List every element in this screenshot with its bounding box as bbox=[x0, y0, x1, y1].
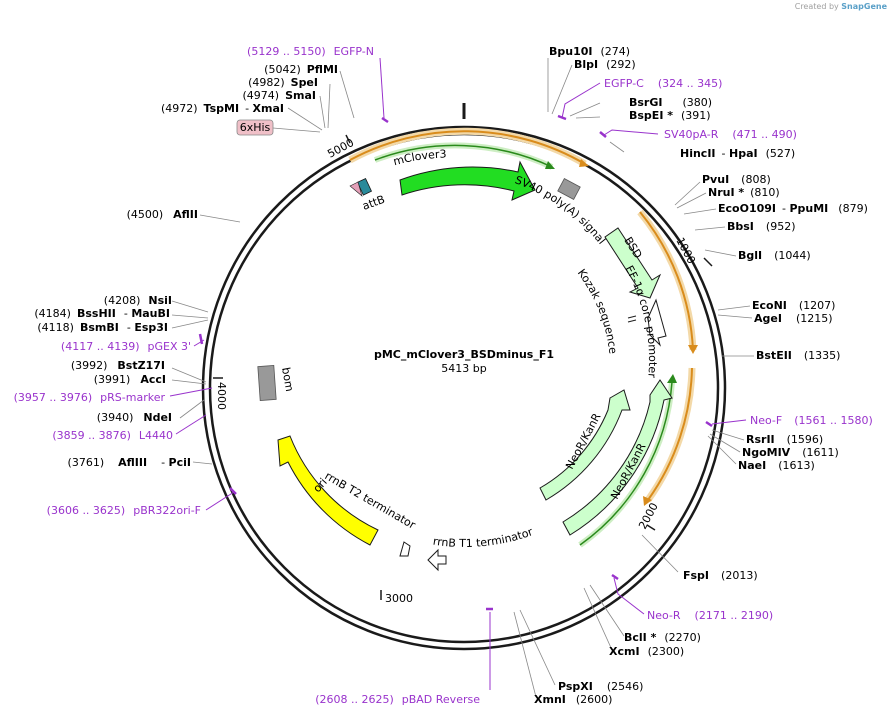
enzyme-aflii[interactable]: (4500)AflII bbox=[127, 208, 198, 221]
kozak-label: Kozak sequence bbox=[575, 267, 620, 355]
enzyme-hincii[interactable]: HincII- HpaI(527) bbox=[680, 147, 795, 160]
feature-rrnb-t1: rrnB T1 terminator bbox=[427, 525, 535, 572]
rrnb-t1-arrow bbox=[427, 548, 447, 572]
orf-arcs bbox=[348, 127, 698, 506]
enzyme-pspxi[interactable]: PspXI(2546) bbox=[558, 680, 643, 693]
bom-box bbox=[257, 365, 277, 401]
primer-egfpc[interactable]: EGFP-C(324 .. 345) bbox=[604, 77, 722, 90]
primer-l4440[interactable]: (3859 .. 3876)L4440 bbox=[52, 429, 173, 442]
position-ticks: 1000 2000 3000 4000 5000 bbox=[213, 134, 713, 605]
snapgene-logo: SnapGene bbox=[841, 2, 887, 11]
primer-egfpn[interactable]: (5129 .. 5150)EGFP-N bbox=[247, 45, 374, 58]
enzyme-econi[interactable]: EcoNI(1207) bbox=[752, 299, 835, 312]
plasmid-center: pMC_mClover3_BSDminus_F1 5413 bp bbox=[374, 348, 554, 375]
tick-4000: 4000 bbox=[213, 377, 228, 410]
primer-labels: (5129 .. 5150)EGFP-N EGFP-C(324 .. 345) … bbox=[14, 45, 873, 706]
enzyme-bgli[interactable]: BglI(1044) bbox=[738, 249, 811, 262]
bsd-arrow bbox=[604, 227, 662, 299]
tick-label-4000: 4000 bbox=[215, 382, 228, 410]
orf-arrowhead-2 bbox=[688, 345, 698, 354]
primer-prs[interactable]: (3957 .. 3976)pRS-marker bbox=[14, 391, 166, 404]
enzyme-bsmbi[interactable]: (4118)BsmBI- Esp3I bbox=[37, 321, 168, 334]
sv40-box bbox=[557, 178, 581, 200]
neo-outer-arrow bbox=[562, 379, 673, 536]
primer-pgex[interactable]: (4117 .. 4139)pGEX 3' bbox=[61, 340, 191, 353]
enzyme-bbsi[interactable]: BbsI(952) bbox=[727, 220, 796, 233]
credit-line: Created by SnapGene bbox=[795, 2, 887, 11]
rrnb-t1-label: rrnB T1 terminator bbox=[432, 525, 535, 550]
enzyme-bsshii[interactable]: (4184)BssHII- MauBI bbox=[34, 307, 170, 320]
neo-inner-arrow bbox=[539, 389, 631, 501]
feature-attb: attB bbox=[349, 178, 387, 213]
credit-prefix: Created by bbox=[794, 2, 839, 11]
primer-neor[interactable]: Neo-R(2171 .. 2190) bbox=[647, 609, 773, 622]
attb-label: attB bbox=[361, 193, 387, 213]
enzyme-xmni[interactable]: XmnI(2600) bbox=[534, 693, 612, 706]
enzyme-spei[interactable]: (4982)SpeI bbox=[248, 76, 318, 89]
enzyme-fspi[interactable]: FspI(2013) bbox=[683, 569, 758, 582]
enzyme-smai[interactable]: (4974)SmaI bbox=[243, 89, 316, 102]
primer-pbad[interactable]: (2608 .. 2625)pBAD Reverse bbox=[315, 693, 480, 706]
enzyme-bpu10i[interactable]: Bpu10I(274) bbox=[549, 45, 630, 58]
enzyme-agei[interactable]: AgeI(1215) bbox=[754, 312, 833, 325]
enzyme-bstz17i[interactable]: (3992)BstZ17I bbox=[71, 359, 165, 372]
enzyme-bsteii[interactable]: BstEII(1335) bbox=[756, 349, 840, 362]
orf-arrowhead-1 bbox=[579, 159, 589, 167]
his-box bbox=[236, 119, 274, 136]
primer-sv40pa[interactable]: SV40pA-R(471 .. 490) bbox=[664, 128, 797, 141]
ori-arrow bbox=[277, 435, 379, 546]
mclover3-arrow bbox=[399, 160, 536, 201]
feature-bsd: BSD bbox=[604, 227, 662, 299]
leader-lines bbox=[171, 58, 754, 698]
enzyme-pfimi[interactable]: (5042)PflMI bbox=[264, 63, 338, 76]
feature-kozak: Kozak sequence bbox=[575, 267, 637, 355]
enzyme-labels-right: Bpu10I(274) BlpI(292) BsrGI(380) BspEI *… bbox=[534, 45, 868, 706]
enzyme-rsrii[interactable]: RsrII(1596) bbox=[746, 433, 823, 446]
enzyme-xcmi[interactable]: XcmI(2300) bbox=[609, 645, 684, 658]
enzyme-bcli[interactable]: BclI *(2270) bbox=[624, 631, 701, 644]
his-marker bbox=[349, 181, 363, 197]
enzyme-ndei[interactable]: (3940)NdeI bbox=[97, 411, 172, 424]
ef1a-arrow bbox=[647, 298, 667, 347]
feature-mclover3: mClover3 bbox=[373, 142, 555, 201]
tick-label-3000: 3000 bbox=[385, 592, 413, 605]
feature-6xhis: 6xHis bbox=[236, 119, 321, 136]
enzyme-tspmi[interactable]: (4972)TspMI- XmaI bbox=[161, 102, 284, 115]
enzyme-eco0109i[interactable]: EcoO109I- PpuMI(879) bbox=[718, 202, 868, 215]
rrnb-t2-arrow bbox=[399, 541, 411, 557]
kozak-mark bbox=[627, 315, 637, 319]
bom-label: bom bbox=[279, 366, 296, 392]
primer-neof[interactable]: Neo-F(1561 .. 1580) bbox=[750, 414, 873, 427]
enzyme-pvui[interactable]: PvuI(808) bbox=[702, 173, 771, 186]
tick-label-2000: 2000 bbox=[636, 501, 661, 532]
enzyme-naei[interactable]: NaeI(1613) bbox=[738, 459, 815, 472]
primer-leader-lines bbox=[169, 57, 747, 690]
enzyme-bspei[interactable]: BspEI *(391) bbox=[629, 109, 711, 122]
enzyme-ngomiv[interactable]: NgoMIV(1611) bbox=[742, 446, 839, 459]
backbone-outer-ring bbox=[201, 125, 727, 651]
plasmid-length: 5413 bp bbox=[441, 362, 486, 375]
feature-bom: bom bbox=[257, 365, 296, 401]
enzyme-afliii[interactable]: (3761)AflIII- PciI bbox=[68, 456, 191, 469]
enzyme-blpi[interactable]: BlpI(292) bbox=[574, 58, 636, 71]
attb-box bbox=[356, 178, 373, 196]
feature-sv40: SV40 poly(A) signal bbox=[513, 173, 608, 246]
tick-3000: 3000 bbox=[380, 590, 413, 605]
enzyme-acci[interactable]: (3991)AccI bbox=[94, 373, 166, 386]
orf-arrowhead-3 bbox=[643, 496, 652, 506]
enzyme-bsrgi[interactable]: BsrGI(380) bbox=[629, 96, 712, 109]
plasmid-name: pMC_mClover3_BSDminus_F1 bbox=[374, 348, 554, 361]
enzyme-nrui[interactable]: NruI *(810) bbox=[708, 186, 780, 199]
tick-2000: 2000 bbox=[636, 501, 661, 532]
sv40-label: SV40 poly(A) signal bbox=[513, 173, 608, 246]
enzyme-nsii[interactable]: (4208)NsiI bbox=[104, 294, 172, 307]
his-label: 6xHis bbox=[240, 121, 271, 134]
enzyme-labels-left: (3761)AflIII- PciI (3940)NdeI (3991)AccI… bbox=[34, 63, 338, 469]
primer-pbr322[interactable]: (3606 .. 3625)pBR322ori-F bbox=[47, 504, 201, 517]
tick-1000: 1000 bbox=[673, 235, 713, 267]
